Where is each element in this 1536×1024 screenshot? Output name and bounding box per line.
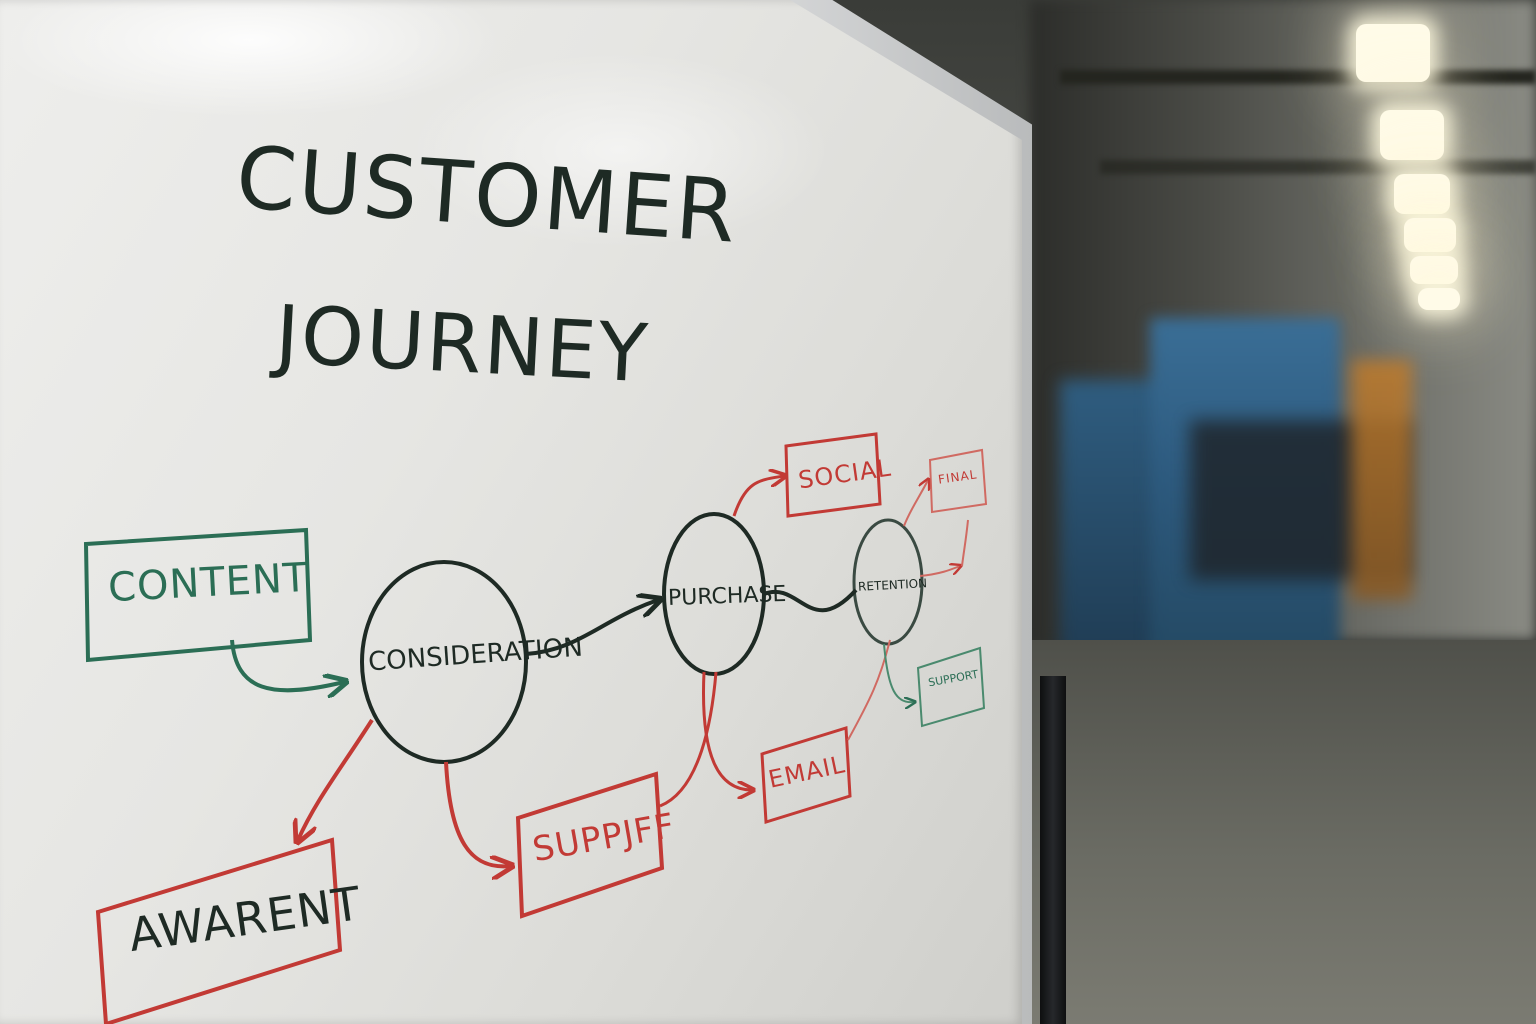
ceiling-light [1410,256,1458,284]
retention-to-support-arrow [883,643,914,702]
final-box [928,448,988,514]
title-journey: JOURNEY [273,288,652,401]
retention-to-right-arrow [919,566,960,577]
email-box [760,726,852,824]
purchase-to-email-arrow [701,671,752,790]
right-branch-line [961,519,969,567]
whiteboard: CUSTOMER JOURNEY CONTENT CONSIDERATION P… [0,0,1022,1024]
content-to-consideration-arrow [230,639,344,690]
ceiling-light [1404,218,1456,252]
suppuff-to-purchase-line [659,671,718,808]
awarent-box [95,837,343,1024]
consideration-to-suppuff-arrow [444,761,510,866]
whiteboard-stand-post [1040,676,1066,1024]
suppuff-box [515,771,665,919]
consideration-circle [360,560,528,764]
email-to-retention-line [847,639,891,741]
purchase-to-retention-line [763,588,858,613]
purchase-to-social-arrow [732,476,784,517]
whiteboard-drawing [83,432,988,1024]
ceiling-beam [1100,160,1536,174]
support-small-box [916,646,986,728]
orange-machine [1352,360,1412,600]
ceiling-light [1380,110,1444,160]
content-box [83,527,313,663]
consideration-to-awarent-arrow [298,718,374,840]
social-box [784,432,882,518]
consideration-to-purchase-arrow [525,600,658,656]
ceiling-beam [1060,70,1536,84]
warehouse-floor [1030,640,1536,1024]
ceiling-light [1418,288,1460,310]
retention-to-final-arrow [903,480,928,527]
purchase-label: PURCHASE [667,581,787,612]
ceiling-light [1356,24,1430,82]
ceiling-light [1394,174,1450,214]
